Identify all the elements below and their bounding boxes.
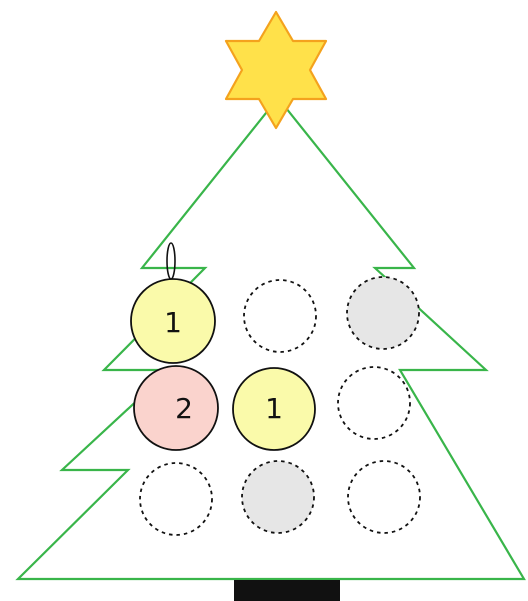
ornament-slot-r1c1[interactable]: 1 xyxy=(131,279,215,363)
ornament-slot-r1c2[interactable] xyxy=(244,280,316,352)
ornament-slot-r2c3[interactable] xyxy=(338,367,410,439)
ornament-slot-r1c3[interactable] xyxy=(347,277,419,349)
star-icon xyxy=(226,12,326,128)
ornament-slot-r3c3[interactable] xyxy=(348,461,420,533)
ornament-hanger-icon xyxy=(167,243,175,279)
ornament-slot-r2c2[interactable]: 1 xyxy=(233,368,315,450)
ornament-count-label: 2 xyxy=(175,392,193,425)
ornament-count-label: 1 xyxy=(164,306,182,339)
ornament-slot-r2c1[interactable]: 2 xyxy=(134,366,218,450)
ornament-slot-r3c2[interactable] xyxy=(242,461,314,533)
ornament-count-label: 1 xyxy=(265,392,283,425)
tree-trunk xyxy=(234,580,340,601)
ornament-slot-r3c1[interactable] xyxy=(140,463,212,535)
